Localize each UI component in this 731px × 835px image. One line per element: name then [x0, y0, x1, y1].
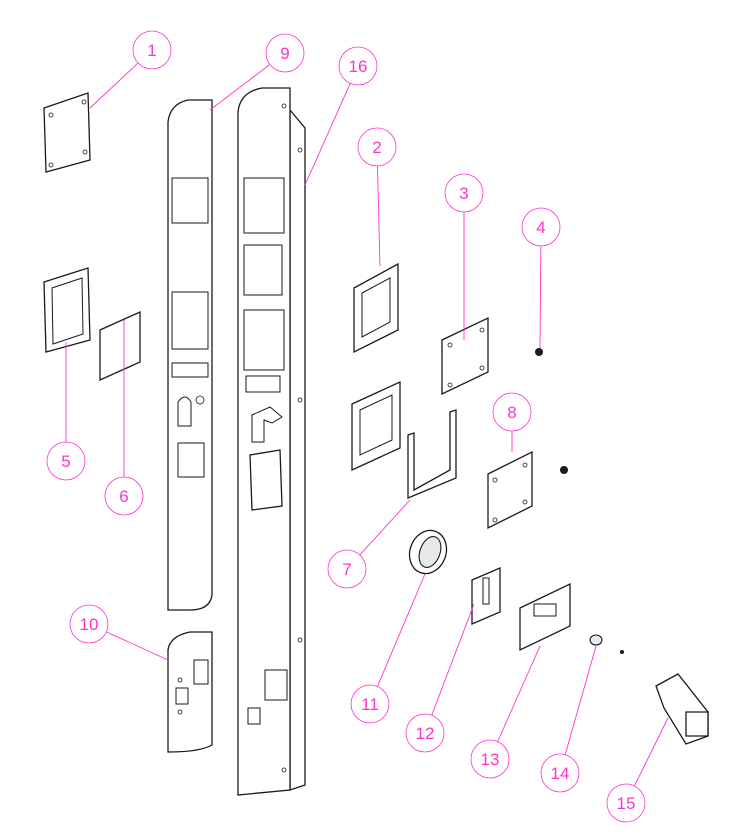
callout-label-1: 1 — [147, 41, 156, 60]
callout-leader-9 — [209, 64, 271, 111]
callout-leader-13 — [497, 645, 541, 742]
callout-circle-10 — [69, 604, 109, 644]
part-4-nut — [535, 348, 568, 474]
callout-leader-2 — [377, 165, 381, 267]
part-1-plate — [43, 92, 91, 173]
part-5-window-frame — [43, 267, 91, 353]
callout-label-12: 12 — [416, 724, 435, 743]
callout-label-14: 14 — [551, 764, 570, 783]
part-8-plate — [487, 450, 533, 530]
callout-circle-15 — [606, 783, 646, 823]
callout-label-16: 16 — [349, 57, 368, 76]
part-6-gasket-sheet — [99, 310, 141, 382]
callout-label-10: 10 — [80, 615, 99, 634]
callout-label-3: 3 — [459, 184, 468, 203]
callout-label-13: 13 — [481, 750, 500, 769]
callout-circle-6 — [104, 476, 144, 516]
callout-circle-9 — [265, 33, 305, 73]
callout-label-15: 15 — [617, 794, 636, 813]
part-15-angle-bracket — [655, 673, 709, 745]
callout-circle-13 — [470, 739, 510, 779]
callout-circle-4 — [521, 207, 561, 247]
callout-label-6: 6 — [119, 487, 128, 506]
callout-label-2: 2 — [372, 138, 381, 157]
callout-label-9: 9 — [280, 44, 289, 63]
callout-label-11: 11 — [361, 695, 379, 714]
callout-circle-14 — [540, 753, 580, 793]
part-2-frame — [353, 262, 399, 354]
callout-circle-7 — [327, 549, 367, 589]
part-frame-lower — [351, 380, 401, 472]
callout-label-8: 8 — [507, 403, 516, 422]
callout-leader-1 — [89, 62, 139, 109]
callout-leader-16 — [304, 83, 351, 186]
callout-circle-11 — [350, 684, 390, 724]
callout-label-5: 5 — [61, 452, 70, 471]
callout-label-7: 7 — [342, 560, 351, 579]
callout-circle-2 — [357, 127, 397, 167]
part-11-oval-component — [408, 529, 448, 575]
callout-leader-12 — [431, 603, 475, 716]
part-10-lower-panel — [167, 631, 213, 753]
part-13-mounting-plate — [519, 582, 571, 652]
part-7-u-bracket — [407, 409, 457, 499]
part-3-plate — [441, 316, 489, 396]
callout-leader-14 — [564, 645, 597, 755]
callout-label-4: 4 — [536, 218, 545, 237]
callout-leader-10 — [106, 631, 169, 661]
callout-leader-11 — [376, 573, 426, 687]
callout-leader-4 — [539, 245, 542, 349]
part-16-rear-frame — [237, 87, 306, 796]
part-14-spacer — [589, 634, 624, 654]
part-9-front-panel — [167, 99, 213, 611]
callout-circle-3 — [444, 173, 484, 213]
callout-circle-1 — [132, 30, 172, 70]
callout-circle-5 — [46, 441, 86, 481]
part-12-bracket-plate — [471, 567, 501, 625]
callout-circle-8 — [492, 392, 532, 432]
callout-leader-7 — [359, 499, 411, 556]
callout-circle-16 — [338, 46, 378, 86]
callout-leader-15 — [634, 717, 669, 787]
callout-circle-12 — [405, 713, 445, 753]
